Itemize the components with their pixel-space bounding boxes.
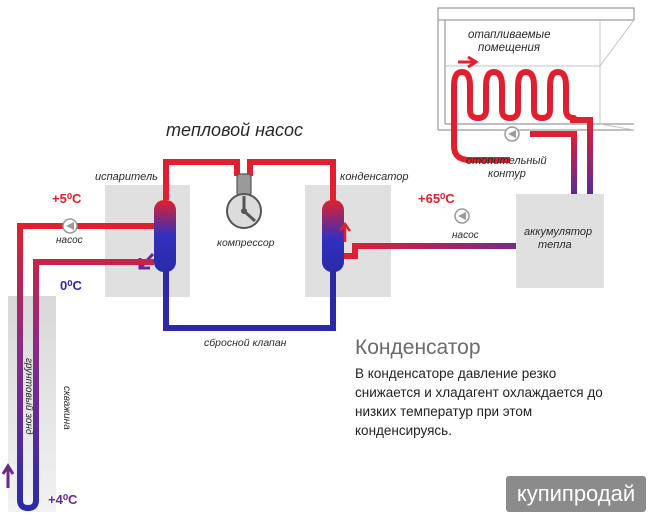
compressor-label: компрессор [217,237,275,249]
compressor-icon [226,173,262,229]
relief-valve-pipe [163,270,336,331]
heat-accumulator-label-2: тепла [538,239,572,251]
arrow-icon [338,221,352,242]
borehole-label: скважина [61,386,72,430]
heated-rooms-label-1: отапливаемые [468,29,550,41]
arrow-up-icon [1,463,15,488]
arrow-icon [458,55,479,69]
evaporator-label: испаритель [95,171,158,183]
condenser-label: конденсатор [340,171,409,183]
ground-probe-label: грунтовый зонд [23,358,34,435]
temp-plus4: +4⁰C [48,492,78,507]
heated-rooms-label-2: помещения [478,42,540,54]
temp-plus65: +65⁰C [418,191,455,206]
ground-probe-outer-pipe [17,223,154,512]
heating-circuit-label-2: контур [488,168,526,180]
pump-right-arrow-icon [458,212,466,220]
heating-circuit-supply-pipe [451,128,510,163]
refrigerant-top-pipe-2 [247,159,336,205]
temp-zero: 0⁰C [60,278,82,293]
diagram-title: тепловой насос [166,120,303,140]
watermark-logo: купипродай [506,476,646,512]
pump-left-arrow-icon [66,222,74,230]
ground-probe-panel [8,296,56,512]
heating-circuit-return [530,131,577,194]
radiator-coil [451,68,577,131]
condenser-vessel [322,200,344,272]
evaporator-vessel [154,200,176,272]
pump-heating-arrow-icon [508,130,516,138]
condenser-panel [305,185,391,297]
condenser-return-pipe [344,243,516,259]
pump-left-label: насос [56,235,83,246]
info-heading: Конденсатор [355,336,481,359]
heated-rooms-building [437,7,635,131]
temp-plus5: +5⁰C [52,191,82,206]
evaporator-panel [105,185,190,297]
heat-accumulator-panel [516,194,604,288]
info-text: В конденсаторе давление резко снижается … [355,366,603,438]
refrigerant-top-pipe [163,159,240,200]
heating-circuit-label-1: отопительный [466,155,547,167]
relief-valve-label: сбросной клапан [204,337,287,349]
pump-right-label: насос [452,230,479,241]
heating-circuit-to-accumulator [570,117,593,194]
heat-accumulator-label-1: аккумулятор [524,226,592,238]
